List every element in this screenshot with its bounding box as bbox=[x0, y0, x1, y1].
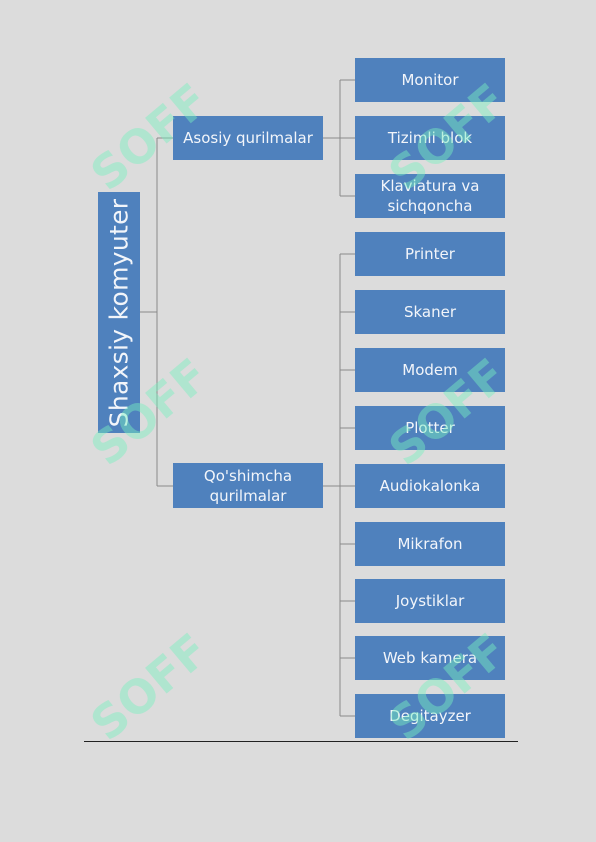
item-node-modem: Modem bbox=[355, 348, 505, 392]
root-node: Shaxsiy komyuter bbox=[98, 192, 140, 433]
item-node-degitayzer: Degitayzer bbox=[355, 694, 505, 738]
item-node-label: Klaviatura va sichqoncha bbox=[380, 177, 480, 215]
item-node-label: Joystiklar bbox=[395, 592, 465, 610]
item-node-tizimli-blok: Tizimli blok bbox=[355, 116, 505, 160]
root-node-label: Shaxsiy komyuter bbox=[104, 198, 134, 427]
item-node-printer: Printer bbox=[355, 232, 505, 276]
item-node-skaner: Skaner bbox=[355, 290, 505, 334]
item-node-audiokalonka: Audiokalonka bbox=[355, 464, 505, 508]
group-node-asosiy: Asosiy qurilmalar bbox=[173, 116, 323, 160]
item-node-label: Monitor bbox=[401, 71, 459, 89]
item-node-label: Audiokalonka bbox=[379, 477, 481, 495]
group-node-qoshimcha: Qo'shimcha qurilmalar bbox=[173, 463, 323, 508]
item-node-label: Mikrafon bbox=[397, 535, 463, 553]
bottom-rule bbox=[84, 741, 518, 742]
item-node-joystiklar: Joystiklar bbox=[355, 579, 505, 623]
item-node-label: Degitayzer bbox=[389, 707, 471, 725]
item-node-label: Tizimli blok bbox=[387, 129, 473, 147]
group-node-label: Qo'shimcha qurilmalar bbox=[203, 466, 293, 505]
item-node-klaviatura: Klaviatura va sichqoncha bbox=[355, 174, 505, 218]
item-node-plotter: Plotter bbox=[355, 406, 505, 450]
item-node-label: Printer bbox=[405, 245, 455, 263]
item-node-mikrafon: Mikrafon bbox=[355, 522, 505, 566]
item-node-web-kamera: Web kamera bbox=[355, 636, 505, 680]
group-node-label: Asosiy qurilmalar bbox=[183, 129, 313, 147]
item-node-label: Plotter bbox=[405, 419, 455, 437]
item-node-label: Skaner bbox=[403, 303, 457, 321]
item-node-label: Modem bbox=[402, 361, 458, 379]
item-node-label: Web kamera bbox=[382, 649, 478, 667]
item-node-monitor: Monitor bbox=[355, 58, 505, 102]
